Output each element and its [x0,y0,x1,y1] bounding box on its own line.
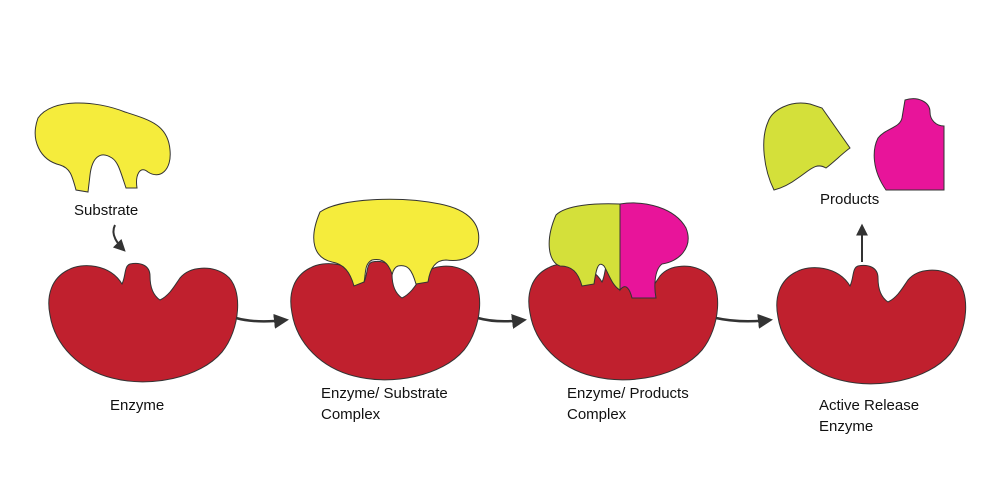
product-green-bound-shape [548,203,621,291]
product-magenta-bound-shape [619,202,689,299]
ep-complex-label-line2: Complex [567,406,627,423]
substrate-label: Substrate [74,202,139,219]
enzyme-label: Enzyme [110,397,165,414]
substrate-shape [34,102,171,193]
complex-substrate-shape [313,198,480,287]
ep-complex-label-line1: Enzyme/ Products [567,385,689,402]
es-complex-label-line1: Enzyme/ Substrate [321,385,448,402]
substrate-to-enzyme-arrow [112,224,126,252]
stage-arrow-1 [235,313,289,329]
enzyme-shape [48,262,239,383]
complex-enzyme-shape [290,260,481,381]
stage-arrow-2 [477,314,527,329]
product-green-shape [763,102,851,191]
products-label: Products [820,191,880,208]
es-complex-label-line2: Complex [321,406,381,423]
stage-arrow-3 [715,313,773,329]
release-label-line2: Enzyme [819,418,874,435]
released-enzyme-shape [776,264,967,385]
release-label-line1: Active Release [819,397,920,414]
product-magenta-shape [873,98,945,191]
